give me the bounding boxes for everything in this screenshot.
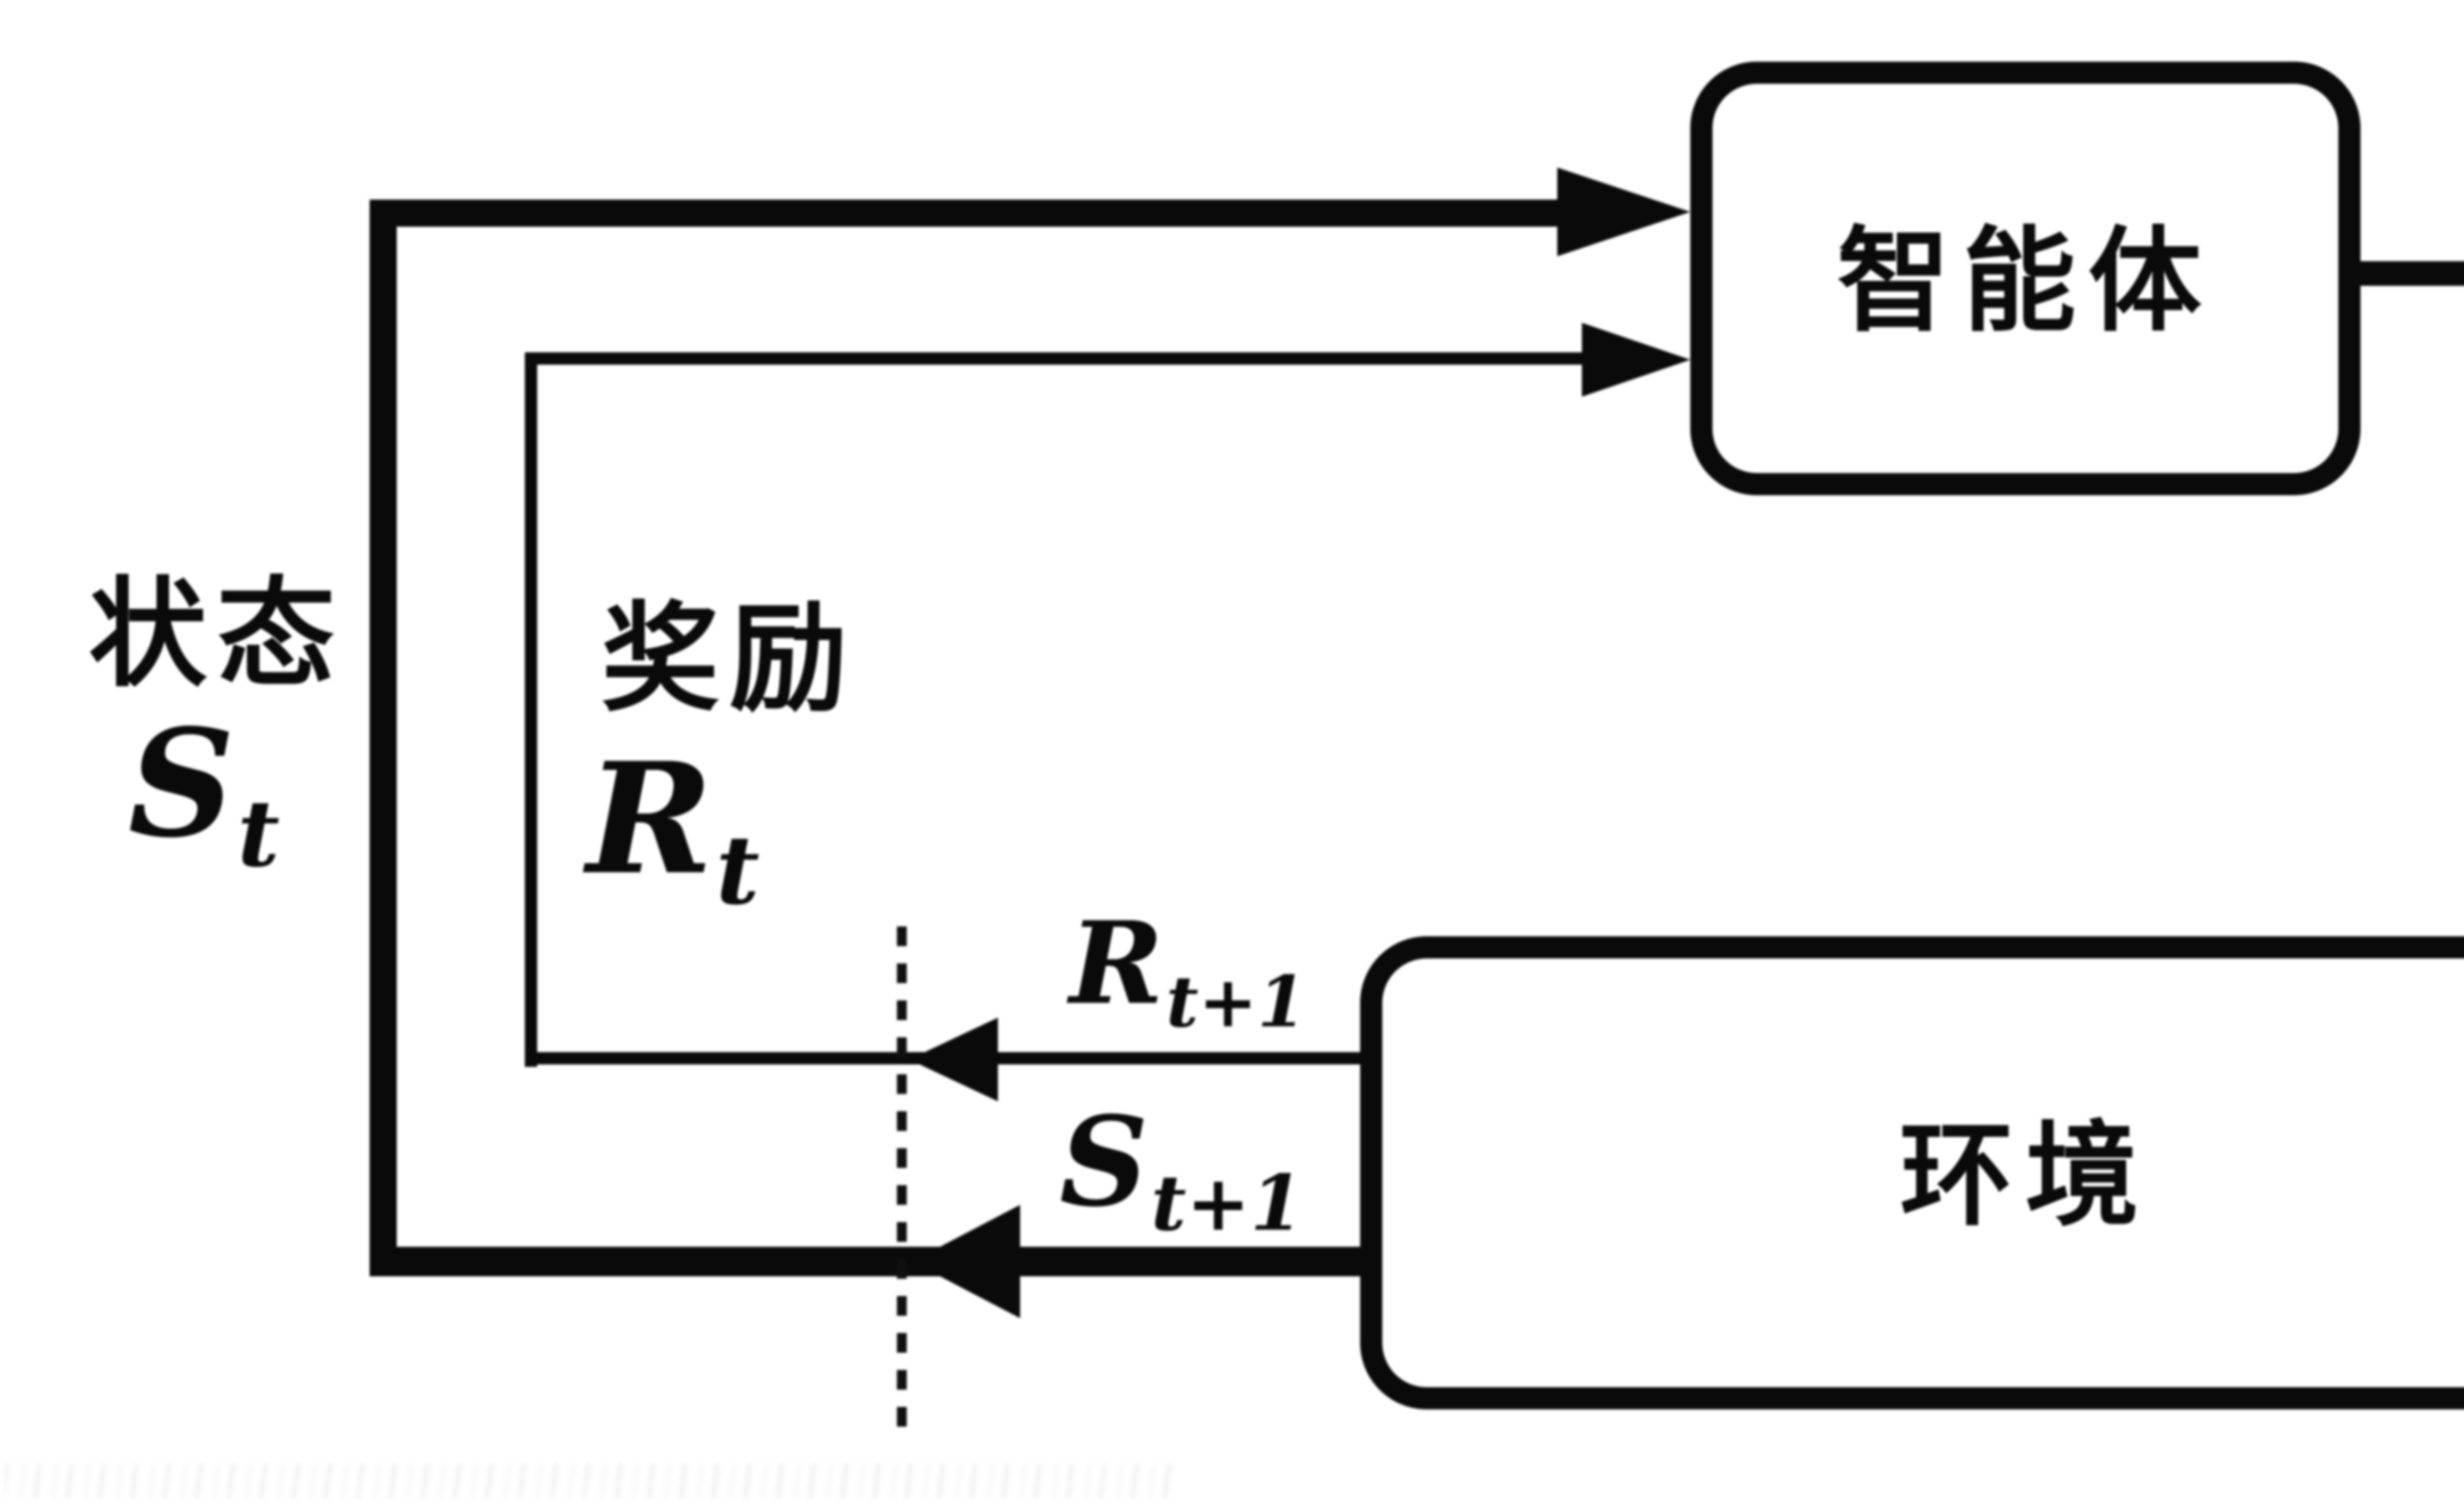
- state-arrowhead-icon: [1557, 168, 1690, 256]
- state-word-label: 状态: [89, 567, 345, 705]
- environment-box: 环境: [1360, 936, 2464, 1409]
- time-boundary-dashed-line: [897, 926, 907, 1439]
- next-reward-arrowhead-icon: [909, 1018, 998, 1101]
- reward-word-label: 奖励: [601, 591, 858, 729]
- environment-box-label: 环境: [1900, 1109, 2151, 1242]
- next-reward-subscript: t+1: [1166, 959, 1306, 1044]
- state-line-vertical: [370, 200, 397, 1276]
- reward-arrowhead-icon: [1582, 323, 1690, 397]
- reward-line-vertical: [525, 352, 537, 1067]
- agent-box-label: 智能体: [1837, 214, 2214, 347]
- cropped-caption-artifact: [5, 1464, 1173, 1498]
- state-symbol-subscript: t: [237, 779, 280, 888]
- reward-symbol-subscript: t: [716, 817, 760, 928]
- action-line-horizontal: [2361, 261, 2464, 286]
- reward-line-to-agent: [525, 352, 1582, 365]
- reward-symbol-base: R: [586, 729, 714, 909]
- state-symbol-base: S: [128, 700, 235, 872]
- next-state-subscript: t+1: [1151, 1161, 1303, 1250]
- next-state-base: S: [1060, 1089, 1149, 1234]
- next-reward-base: R: [1069, 897, 1164, 1030]
- next-state-arrowhead-icon: [912, 1205, 1020, 1318]
- state-line-to-agent: [370, 200, 1557, 227]
- next-state-line: [370, 1247, 1370, 1276]
- agent-box: 智能体: [1690, 62, 2361, 495]
